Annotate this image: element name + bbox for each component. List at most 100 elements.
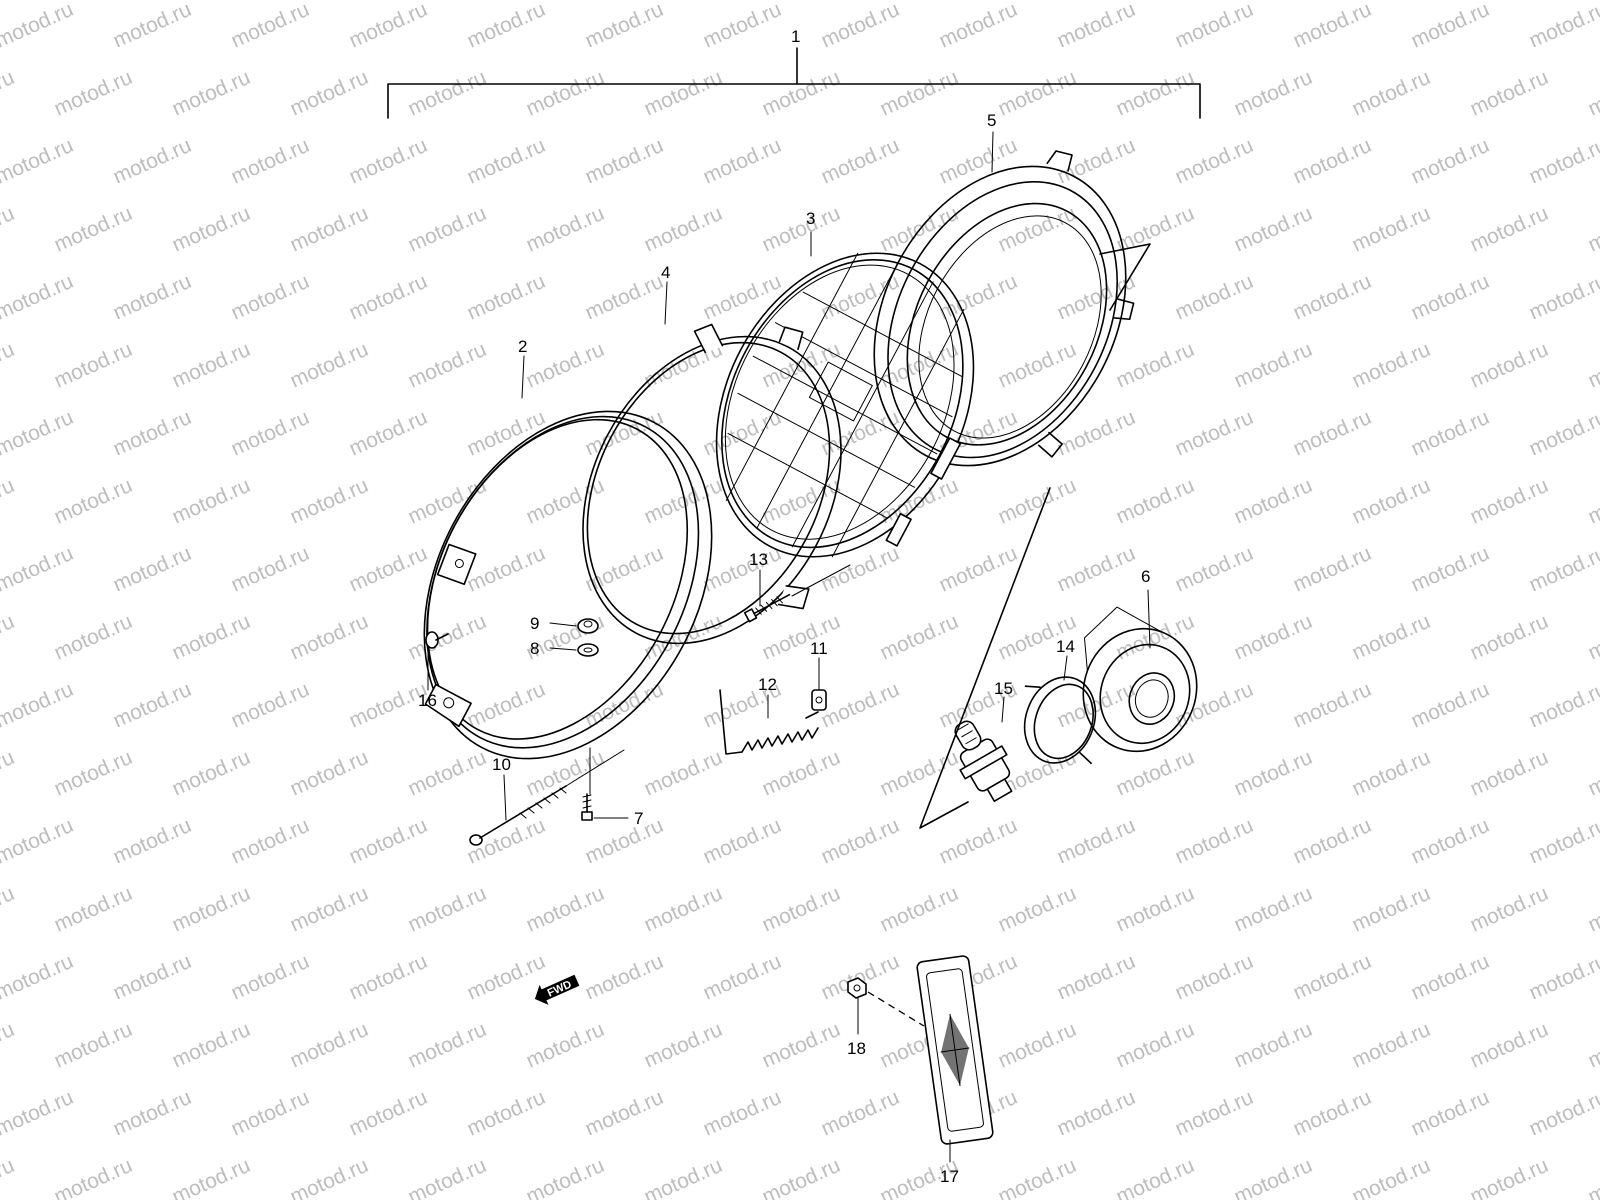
- watermark-text: motod.ru: [1290, 0, 1375, 53]
- nut-clip-11[interactable]: [811, 689, 827, 711]
- watermark-text: motod.ru: [759, 1154, 844, 1200]
- watermark-text: motod.ru: [1585, 202, 1600, 257]
- watermark-text: motod.ru: [1408, 542, 1493, 597]
- mounting-ring[interactable]: [532, 274, 918, 697]
- watermark-text: motod.ru: [51, 746, 136, 801]
- sealed-beam-unit[interactable]: [666, 208, 1026, 602]
- watermark-text: motod.ru: [110, 406, 195, 461]
- watermark-text: motod.ru: [1349, 1154, 1434, 1200]
- watermark-text: motod.ru: [641, 882, 726, 937]
- watermark-text: motod.ru: [1054, 542, 1139, 597]
- bulb-retainer[interactable]: [1004, 664, 1117, 777]
- watermark-text: motod.ru: [1349, 746, 1434, 801]
- watermark-text: motod.ru: [346, 406, 431, 461]
- headlight-housing[interactable]: [824, 107, 1185, 510]
- watermark-text: motod.ru: [1408, 270, 1493, 325]
- watermark-text: motod.ru: [759, 746, 844, 801]
- watermark-text: motod.ru: [700, 1086, 785, 1141]
- bolt-16[interactable]: [425, 631, 449, 649]
- callout-17: 17: [940, 1167, 959, 1186]
- watermark-text: motod.ru: [1585, 338, 1600, 393]
- callout-1: 1: [791, 27, 800, 46]
- watermark-text: motod.ru: [1231, 882, 1316, 937]
- watermark-text: motod.ru: [1585, 474, 1600, 529]
- watermark-text: motod.ru: [346, 134, 431, 189]
- watermark-text: motod.ru: [700, 814, 785, 869]
- leader-13: [791, 564, 851, 597]
- watermark-text: motod.ru: [405, 882, 490, 937]
- callout-16: 16: [418, 691, 437, 710]
- watermark-text: motod.ru: [1467, 746, 1552, 801]
- watermark-text: motod.ru: [169, 338, 254, 393]
- screw-13[interactable]: [743, 590, 792, 623]
- watermark-text: motod.ru: [346, 950, 431, 1005]
- watermark-text: motod.ru: [0, 882, 18, 937]
- watermark-text: motod.ru: [1467, 1018, 1552, 1073]
- housing-rear-edge: [1099, 243, 1151, 311]
- watermark-text: motod.ru: [1054, 814, 1139, 869]
- watermark-text: motod.ru: [464, 1086, 549, 1141]
- forward-arrow: FWD: [534, 974, 580, 1005]
- watermark-text: motod.ru: [228, 270, 313, 325]
- watermark-text: motod.ru: [1526, 270, 1600, 325]
- watermark-text: motod.ru: [1113, 338, 1198, 393]
- watermark-text: motod.ru: [1467, 474, 1552, 529]
- nut-9[interactable]: [577, 618, 599, 634]
- socket-cover[interactable]: [1053, 600, 1217, 767]
- halogen-bulb[interactable]: [940, 711, 1024, 808]
- watermark-text: motod.ru: [523, 66, 608, 121]
- callout-3: 3: [806, 209, 815, 228]
- callout-14: 14: [1056, 637, 1075, 656]
- watermark-text: motod.ru: [1349, 1018, 1434, 1073]
- watermark-text: motod.ru: [110, 814, 195, 869]
- watermark-text: motod.ru: [287, 882, 372, 937]
- watermark-text: motod.ru: [1231, 202, 1316, 257]
- watermark-text: motod.ru: [1585, 746, 1600, 801]
- watermark-text: motod.ru: [287, 66, 372, 121]
- watermark-text: motod.ru: [1054, 0, 1139, 53]
- callout-4: 4: [661, 263, 670, 282]
- watermark-text: motod.ru: [0, 1018, 18, 1073]
- watermark-text: motod.ru: [1585, 882, 1600, 937]
- watermark-text: motod.ru: [0, 270, 77, 325]
- watermark-text: motod.ru: [818, 134, 903, 189]
- watermark-text: motod.ru: [51, 338, 136, 393]
- watermark-text: motod.ru: [1467, 66, 1552, 121]
- leader-10: [565, 749, 625, 787]
- watermark-text: motod.ru: [818, 814, 903, 869]
- watermark-text: motod.ru: [995, 882, 1080, 937]
- callout-10: 10: [492, 755, 511, 774]
- watermark-text: motod.ru: [51, 202, 136, 257]
- watermark-text: motod.ru: [1349, 338, 1434, 393]
- watermark-text: motod.ru: [759, 1018, 844, 1073]
- watermark-text: motod.ru: [405, 1154, 490, 1200]
- watermark-text: motod.ru: [1113, 746, 1198, 801]
- watermark-text: motod.ru: [1113, 610, 1198, 665]
- watermark-text: motod.ru: [1349, 610, 1434, 665]
- watermark-text: motod.ru: [110, 678, 195, 733]
- reflector-17[interactable]: [916, 955, 994, 1145]
- watermark-text: motod.ru: [346, 542, 431, 597]
- callout-13: 13: [749, 550, 768, 569]
- watermark-text: motod.ru: [1113, 882, 1198, 937]
- watermark-text: motod.ru: [1349, 474, 1434, 529]
- watermark-text: motod.ru: [1290, 270, 1375, 325]
- watermark-text: motod.ru: [523, 1018, 608, 1073]
- spring-12[interactable]: [719, 689, 819, 755]
- nut-18[interactable]: [847, 977, 867, 999]
- watermark-text: motod.ru: [0, 474, 18, 529]
- watermark-text: motod.ru: [0, 542, 77, 597]
- watermark-text: motod.ru: [936, 270, 1021, 325]
- washer-8[interactable]: [577, 643, 599, 657]
- watermark-text: motod.ru: [1172, 950, 1257, 1005]
- watermark-text: motod.ru: [51, 1154, 136, 1200]
- watermark-text: motod.ru: [1172, 406, 1257, 461]
- watermark-text: motod.ru: [1526, 950, 1600, 1005]
- watermark-text: motod.ru: [759, 338, 844, 393]
- watermark-text: motod.ru: [1290, 950, 1375, 1005]
- adjusting-screw-10[interactable]: [469, 785, 567, 846]
- watermark-text: motod.ru: [287, 746, 372, 801]
- screw-7[interactable]: [581, 793, 593, 821]
- headlight-rim[interactable]: [367, 362, 769, 809]
